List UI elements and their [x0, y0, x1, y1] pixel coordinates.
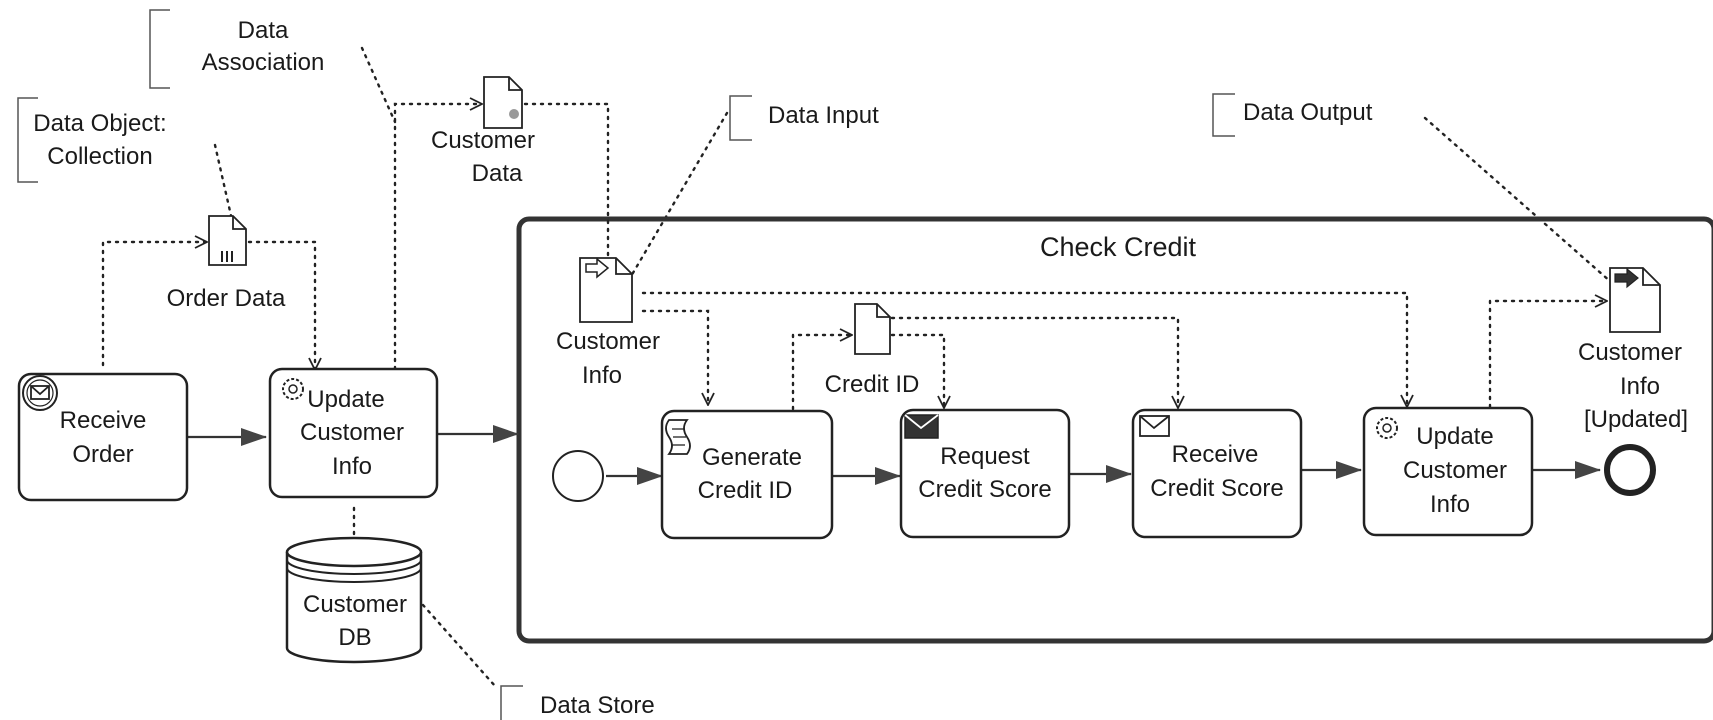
task-label: Receive	[60, 407, 147, 434]
task-label: Update	[307, 386, 384, 413]
task-label: Receive	[1172, 441, 1259, 468]
annotation-text: Data Store	[540, 692, 655, 719]
data-output-arrow-icon	[1614, 267, 1639, 289]
annotation-text: Data Input	[768, 102, 879, 129]
annotation-data-association: Data Association	[149, 9, 325, 89]
end-event[interactable]	[1604, 444, 1656, 496]
data-object-label: Info	[582, 362, 622, 389]
annotation-data-output: Data Output	[1212, 93, 1373, 137]
task-generate-credit-id[interactable]: Generate Credit ID	[660, 409, 834, 540]
annotation-data-input: Data Input	[729, 95, 879, 141]
task-label: Credit ID	[698, 477, 793, 504]
annotation-text: Data Output	[1243, 99, 1373, 126]
envelope-icon	[1139, 415, 1170, 437]
data-object-label: Customer	[1578, 339, 1682, 366]
data-store-label: DB	[338, 624, 371, 651]
task-label: Request	[940, 443, 1030, 470]
task-label: Order	[72, 441, 133, 468]
data-object-customer-data[interactable]: Customer Data	[431, 76, 535, 187]
task-request-credit-score[interactable]: Request Credit Score	[899, 408, 1071, 539]
data-store-customer-db[interactable]: Customer DB	[285, 536, 423, 664]
gear-icon	[1376, 417, 1398, 439]
data-input-arrow-icon	[585, 257, 610, 279]
message-start-icon	[22, 375, 58, 411]
data-object-customer-info-input[interactable]: Customer Info	[556, 257, 660, 389]
task-label: Info	[332, 453, 372, 480]
data-object-credit-id[interactable]: Credit ID	[825, 303, 920, 398]
data-object-customer-info-output[interactable]: Customer Info [Updated]	[1578, 267, 1688, 433]
task-label: Info	[1430, 491, 1470, 518]
data-associations	[101, 104, 1609, 542]
start-event[interactable]	[552, 450, 604, 502]
envelope-filled-icon	[904, 414, 939, 439]
annotation-text: Association	[202, 49, 325, 76]
data-store-label: Customer	[303, 591, 407, 618]
data-object-order-data[interactable]: Order Data	[167, 215, 286, 312]
task-receive-credit-score[interactable]: Receive Credit Score	[1131, 408, 1303, 539]
collection-marker-icon	[221, 251, 233, 262]
subprocess-check-credit[interactable]	[516, 216, 1713, 644]
data-object-label: Customer	[431, 127, 535, 154]
annotation-text: Data Object:	[33, 110, 166, 137]
task-label: Credit Score	[918, 476, 1051, 503]
data-object-label: Customer	[556, 328, 660, 355]
data-object-label: [Updated]	[1584, 406, 1688, 433]
task-update-customer-info-2[interactable]: Update Customer Info	[1362, 406, 1534, 537]
task-label: Update	[1416, 423, 1493, 450]
task-label: Credit Score	[1150, 475, 1283, 502]
sequence-flows	[188, 425, 1601, 485]
task-label: Customer	[300, 419, 404, 446]
annotation-data-store: Data Store	[500, 685, 655, 720]
annotation-connectors	[213, 46, 1622, 688]
task-receive-order[interactable]: Receive Order	[17, 372, 189, 502]
task-label: Generate	[702, 444, 802, 471]
data-object-label: Credit ID	[825, 371, 920, 398]
gear-icon	[282, 378, 304, 400]
data-object-label: Data	[472, 160, 523, 187]
data-object-label: Order Data	[167, 285, 286, 312]
data-object-label: Info	[1620, 373, 1660, 400]
task-label: Customer	[1403, 457, 1507, 484]
script-icon	[665, 419, 691, 455]
annotation-text: Data	[238, 17, 289, 44]
task-update-customer-info[interactable]: Update Customer Info	[268, 367, 439, 499]
annotation-text: Collection	[47, 143, 152, 170]
annotation-data-object-collection: Data Object: Collection	[17, 97, 167, 183]
subprocess-title: Check Credit	[1040, 232, 1197, 262]
